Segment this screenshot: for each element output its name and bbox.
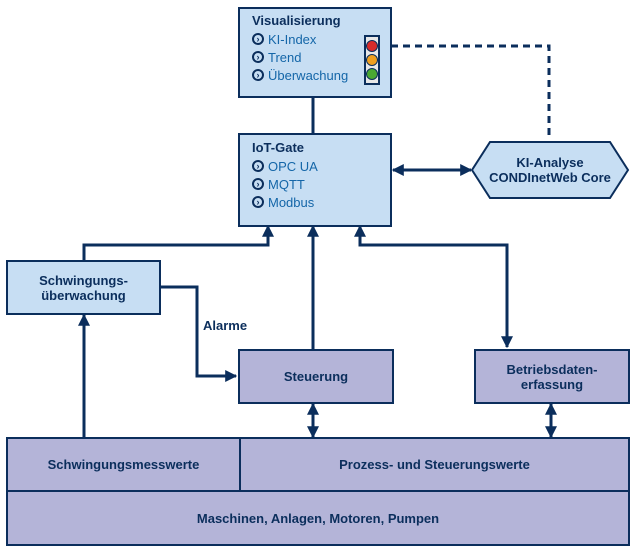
betriebsdatenerfassung-box: Betriebsdaten- erfassung [474,349,630,404]
betriebsdaten-line1: Betriebsdaten- [506,361,598,377]
schwingung-line1: Schwingungs- [39,272,128,288]
vis-item-label: Trend [268,49,302,65]
iot-item-label: Modbus [268,194,315,210]
iot-item-opc-ua: › OPC UA [252,157,390,175]
iot-item-mqtt: › MQTT [252,175,390,193]
traffic-light-yellow [366,54,378,66]
ki-analyse-label: KI-Analyse CONDInetWeb Core [474,144,626,196]
traffic-light-red [366,40,378,52]
arrow-alarme [161,285,238,382]
schwingungsmesswerte-box: Schwingungsmesswerte [6,437,241,492]
chevron-right-icon: › [252,196,264,208]
steuerung-title: Steuerung [283,369,349,384]
vis-item-trend: › Trend [252,48,390,66]
iot-item-label: MQTT [268,176,305,192]
chevron-right-icon: › [252,51,264,63]
alarme-label: Alarme [203,318,248,333]
chevron-right-icon: › [252,160,264,172]
schwingungsueberwachung-box: Schwingungs- überwachung [6,260,161,315]
arrow-iot-betrieb [354,224,513,349]
iot-item-modbus: › Modbus [252,193,390,211]
vis-item-label: KI-Index [268,31,317,47]
chevron-right-icon: › [252,178,264,190]
dashed-vis-ki [391,44,551,140]
prozesswerte-label: Prozess- und Steuerungswerte [339,457,530,472]
ki-analyse-line2: CONDInetWeb Core [489,170,611,185]
schwingungsmesswerte-label: Schwingungsmesswerte [47,457,200,472]
vis-item-ueberwachung: › Überwachung [252,66,390,84]
prozesswerte-box: Prozess- und Steuerungswerte [239,437,630,492]
chevron-right-icon: › [252,33,264,45]
vis-item-label: Überwachung [268,67,349,83]
steuerung-box: Steuerung [238,349,394,404]
visualisierung-title: Visualisierung [252,13,341,28]
traffic-light-icon [364,35,380,85]
iot-gate-box: IoT-Gate › OPC UA › MQTT › Modbus [238,133,392,227]
schwingung-line2: überwachung [41,287,126,303]
iot-gate-title: IoT-Gate [252,140,305,155]
betriebsdaten-line2: erfassung [520,376,584,392]
ki-analyse-line1: KI-Analyse [516,155,584,170]
maschinen-label: Maschinen, Anlagen, Motoren, Pumpen [196,510,440,526]
visualisierung-box: Visualisierung › KI-Index › Trend › Überwac… [238,7,392,98]
chevron-right-icon: › [252,69,264,81]
vis-item-ki-index: › KI-Index [252,30,390,48]
maschinen-box: Maschinen, Anlagen, Motoren, Pumpen [6,490,630,546]
arrow-schw-iot [82,224,274,260]
traffic-light-green [366,68,378,80]
iot-item-label: OPC UA [268,158,318,174]
ki-analyse-hexagon [470,141,630,199]
